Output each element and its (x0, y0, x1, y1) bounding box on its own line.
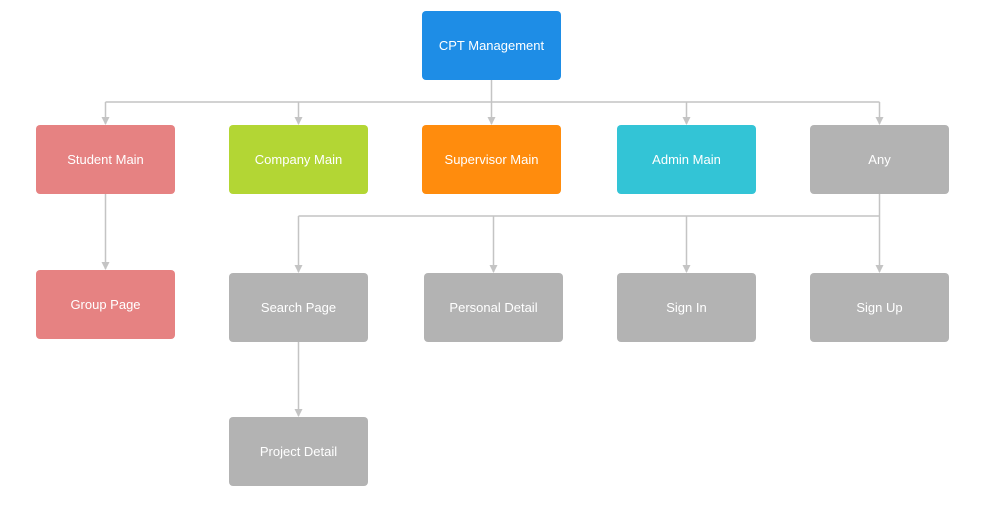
node-label: Group Page (70, 297, 141, 312)
node-label: Admin Main (652, 152, 721, 167)
node-label: Personal Detail (449, 300, 538, 315)
arrowhead-search (294, 265, 303, 273)
arrowhead-signup (875, 265, 884, 273)
node-project-detail: Project Detail (229, 417, 368, 486)
arrowhead-signin (682, 265, 691, 273)
arrowhead-personal (489, 265, 498, 273)
node-admin-main: Admin Main (617, 125, 756, 194)
node-personal-detail: Personal Detail (424, 273, 563, 342)
node-any: Any (810, 125, 949, 194)
arrowhead-company (294, 117, 303, 125)
node-cpt-management: CPT Management (422, 11, 561, 80)
arrowhead-project (294, 409, 303, 417)
node-label: Supervisor Main (444, 152, 539, 167)
node-sign-up: Sign Up (810, 273, 949, 342)
node-label: Any (868, 152, 891, 167)
arrowhead-group (101, 262, 110, 270)
node-sign-in: Sign In (617, 273, 756, 342)
node-label: Company Main (254, 152, 343, 167)
node-label: Search Page (260, 300, 337, 315)
node-group-page: Group Page (36, 270, 175, 339)
node-label: Sign In (666, 300, 707, 315)
arrowhead-admin (682, 117, 691, 125)
node-label: Project Detail (259, 444, 338, 459)
node-student-main: Student Main (36, 125, 175, 194)
arrowhead-student (101, 117, 110, 125)
node-company-main: Company Main (229, 125, 368, 194)
arrowhead-supervisor (487, 117, 496, 125)
node-search-page: Search Page (229, 273, 368, 342)
node-label: Student Main (67, 152, 144, 167)
node-label: CPT Management (438, 38, 545, 53)
node-label: Sign Up (856, 300, 903, 315)
node-supervisor-main: Supervisor Main (422, 125, 561, 194)
arrowhead-any (875, 117, 884, 125)
